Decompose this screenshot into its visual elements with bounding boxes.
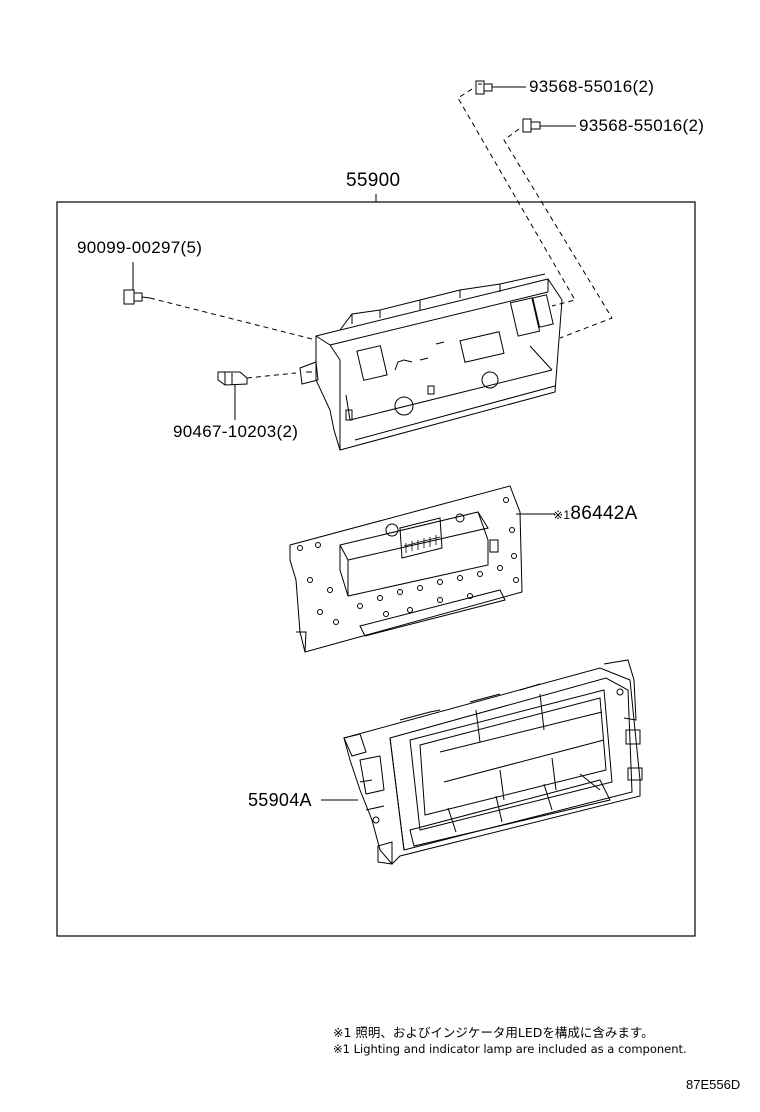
callout-clip: 90467-10203(2): [173, 422, 299, 441]
led-board-holes: [297, 497, 519, 625]
assembly-frame: [56, 201, 696, 937]
callout-screw-upper: 93568-55016(2): [529, 77, 655, 96]
callout-screw-left: 90099-00297(5): [77, 238, 203, 257]
rear-case-drawing: [299, 273, 563, 451]
footnote-jp: ※1 照明、およびインジケータ用LEDを構成に含みます。: [333, 1025, 654, 1040]
screw-leaders: [149, 88, 613, 379]
callout-screw-lower: 93568-55016(2): [579, 116, 705, 135]
clip-icon: [217, 371, 248, 386]
led-board-part-number: 86442A: [570, 503, 638, 524]
led-board-note-mark: ※1: [553, 508, 571, 522]
screw-lower-icon: [522, 118, 541, 133]
screw-left-icon: [123, 289, 151, 305]
panel-drawing: [343, 659, 643, 865]
drawing-code: 87E556D: [686, 1077, 741, 1092]
callout-panel: 55904A: [248, 790, 312, 810]
led-board-drawing: [289, 485, 523, 653]
callout-led-board: ※186442A: [553, 503, 638, 524]
screw-upper-icon: [475, 80, 493, 95]
footnote-en: ※1 Lighting and indicator lamp are inclu…: [333, 1042, 687, 1056]
callout-leaders: [132, 86, 576, 801]
callout-assembly: 55900: [346, 170, 401, 191]
